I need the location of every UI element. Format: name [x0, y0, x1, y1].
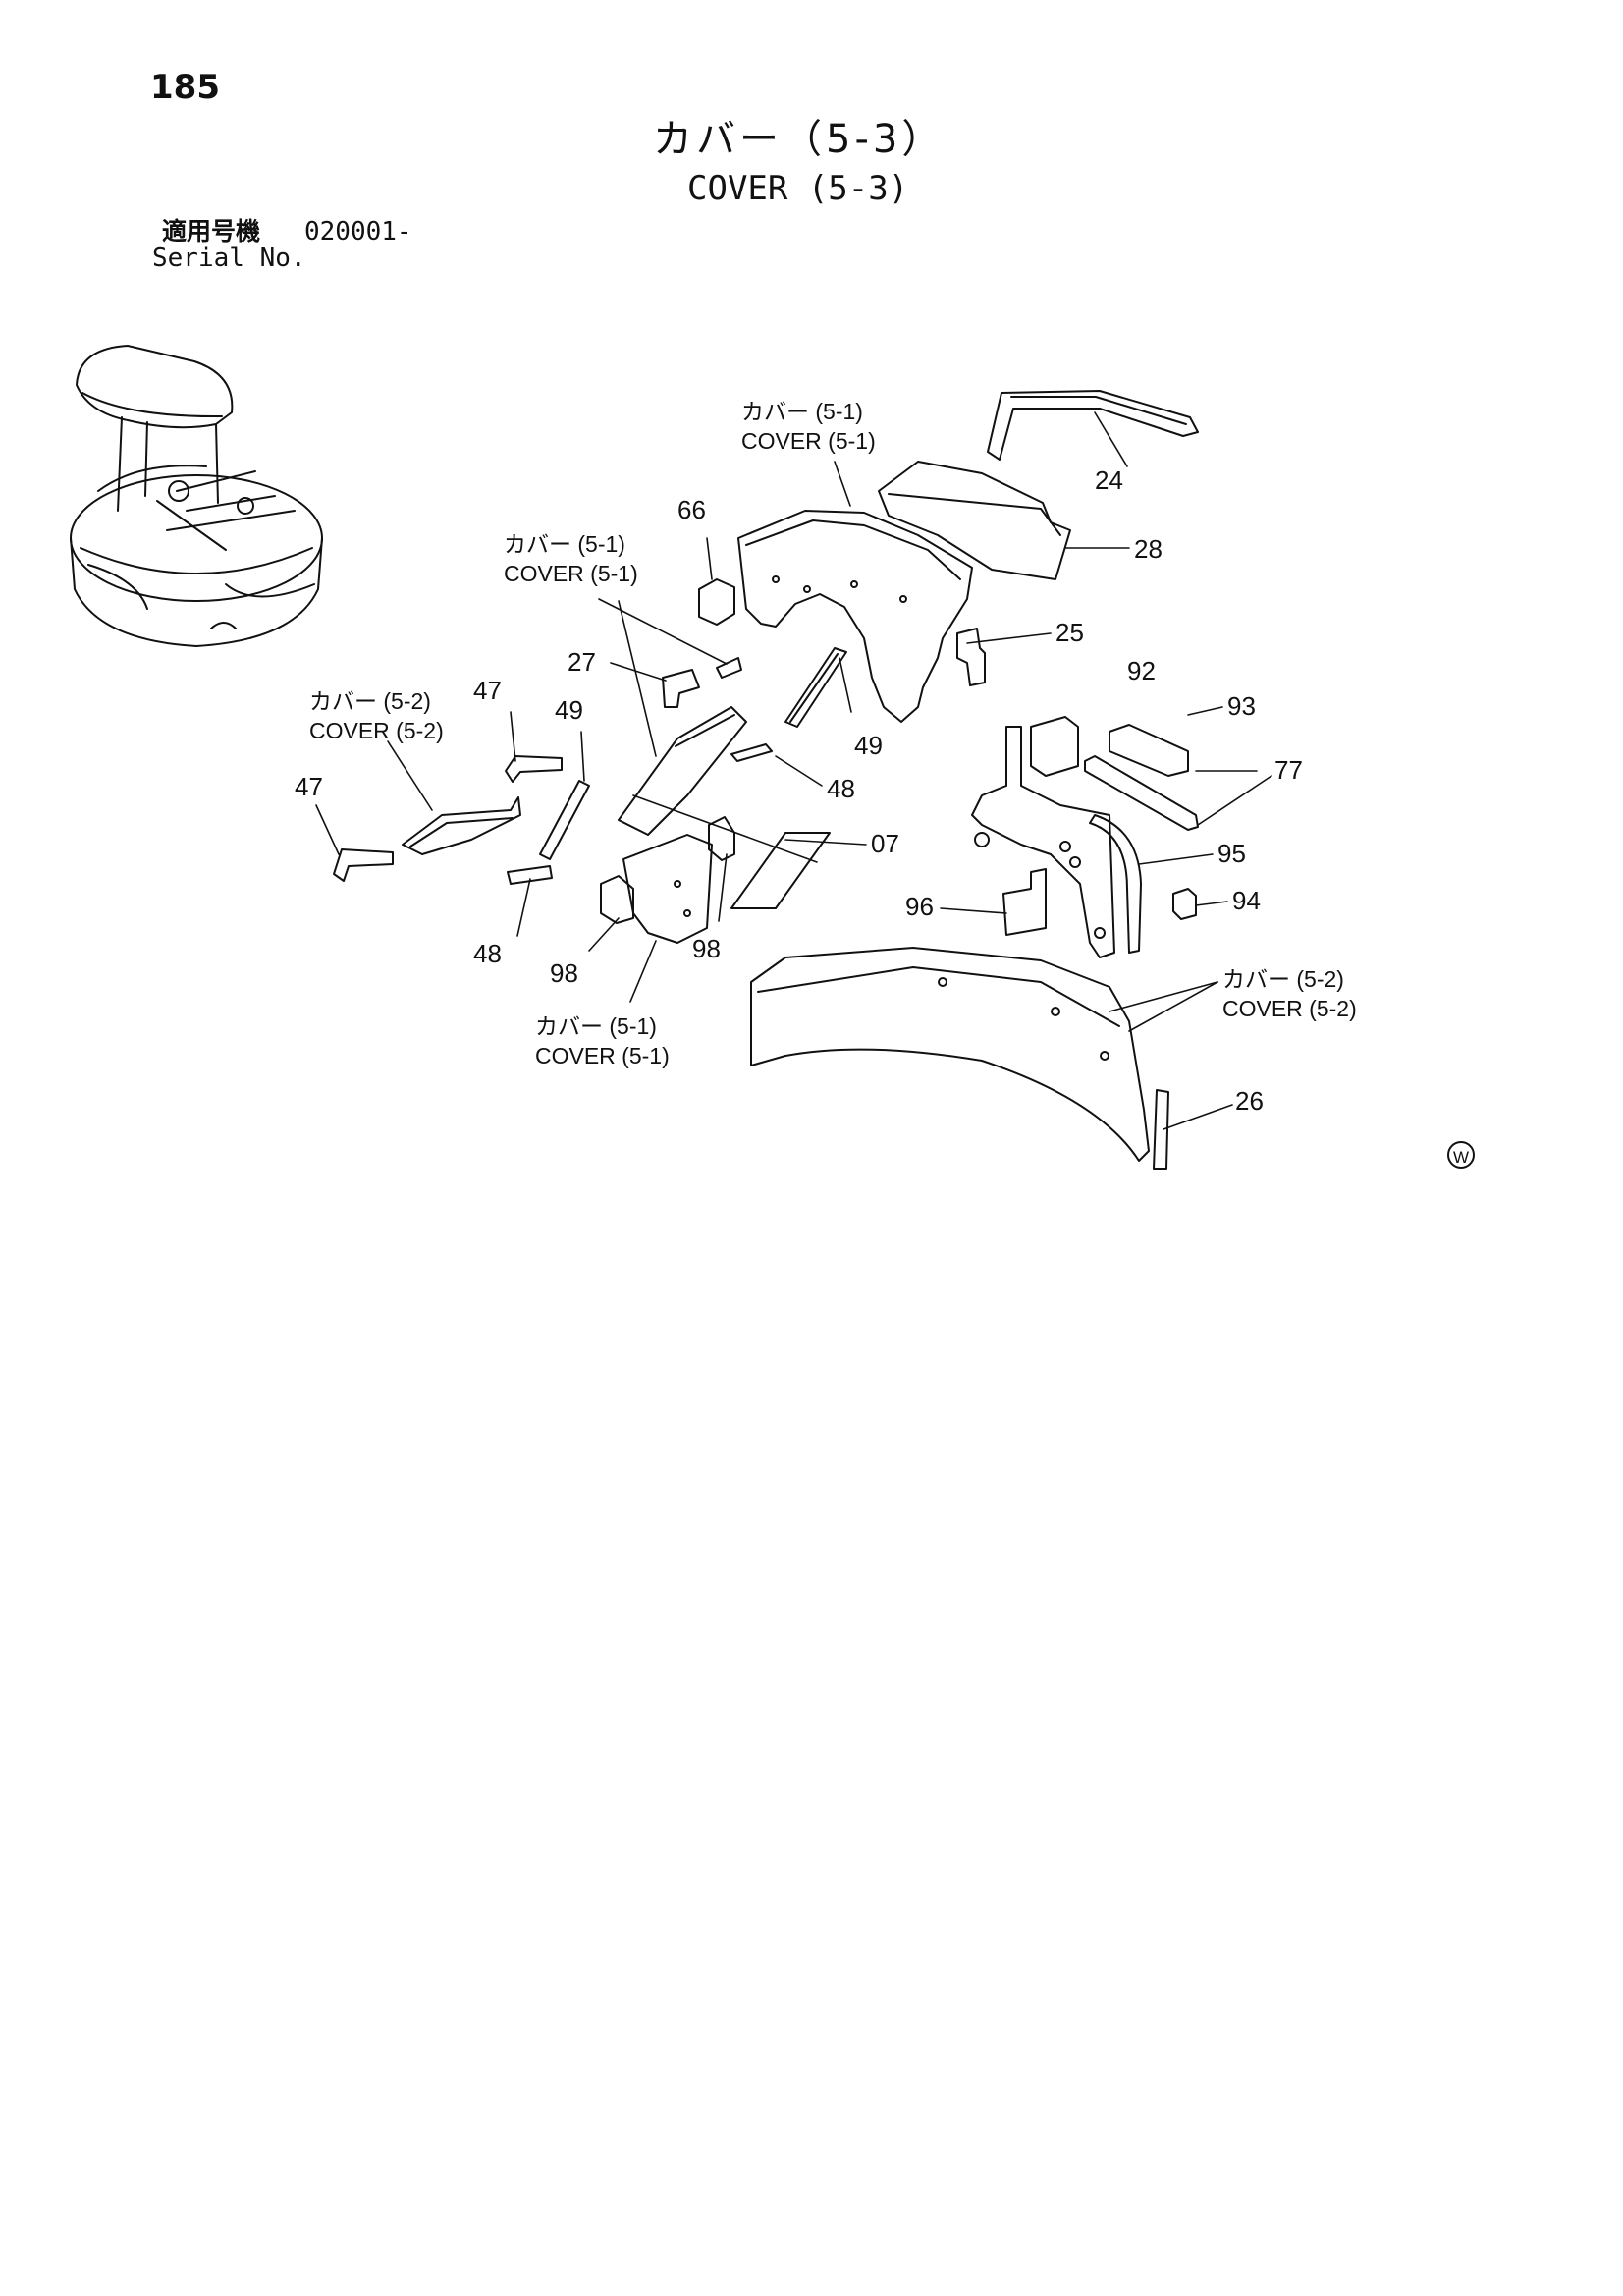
part-92-block [1030, 716, 1079, 777]
cover-5-2-small-plate [402, 796, 521, 855]
callout-28: 28 [1134, 534, 1163, 564]
part-25-bracket [956, 628, 986, 686]
cover-ref-bottom51-jp: カバー (5-1) [535, 1013, 657, 1039]
part-77-bar [1084, 755, 1199, 831]
serial-label-english: Serial No. [152, 244, 306, 273]
cover-ref-right52-en: COVER (5-2) [1222, 996, 1357, 1021]
cover-5-2-curved-panel [750, 947, 1150, 1162]
cover-ref-top-jp: カバー (5-1) [741, 399, 863, 424]
part-49-strip-right [784, 647, 847, 728]
part-48-pad-left [507, 865, 553, 885]
callout-49-left: 49 [555, 695, 583, 725]
cover-ref-top-en: COVER (5-1) [741, 428, 876, 454]
callout-94: 94 [1232, 886, 1261, 915]
cover-ref-left51-en: COVER (5-1) [504, 561, 638, 586]
callout-96: 96 [905, 892, 934, 921]
page-number: 185 [150, 68, 220, 107]
part-49-strip-left [539, 780, 590, 860]
part-47-bracket-lower [333, 848, 394, 882]
callouts: 24 28 66 25 27 49 49 47 47 48 48 07 92 9… [295, 465, 1303, 1116]
callout-07: 07 [871, 829, 899, 858]
callout-93: 93 [1227, 691, 1256, 721]
callout-66: 66 [677, 495, 706, 524]
callout-47-upper: 47 [473, 676, 502, 705]
registered-mark-letter: W [1453, 1148, 1469, 1167]
part-07-plate [730, 832, 831, 909]
part-28-panel [878, 461, 1071, 580]
part-93-bar [1109, 724, 1189, 777]
callout-92: 92 [1127, 656, 1156, 685]
callout-95: 95 [1217, 839, 1246, 868]
cover-ref-bottom51-en: COVER (5-1) [535, 1043, 670, 1068]
callout-25: 25 [1055, 618, 1084, 647]
part-47-bracket-upper [505, 755, 563, 783]
part-94-block [1172, 888, 1197, 920]
callout-26: 26 [1235, 1086, 1264, 1116]
part-66-pad [698, 578, 735, 626]
title-japanese: カバー（5-3） [653, 117, 946, 162]
cover-5-1-upper-plate [737, 510, 973, 723]
cover-ref-left52-jp: カバー (5-2) [309, 688, 431, 714]
registered-mark-circle [1447, 1141, 1475, 1169]
cover-ref-left51-jp: カバー (5-1) [504, 531, 625, 557]
cover-5-1-lower-bracket [622, 834, 713, 944]
callout-48-right: 48 [827, 774, 855, 803]
part-95-strip [1089, 814, 1142, 954]
part-98-block-left [600, 875, 634, 924]
cover-ref-right52-jp: カバー (5-2) [1222, 966, 1344, 992]
right-bracket-assembly [971, 726, 1115, 958]
serial-value: 020001- [304, 217, 412, 246]
serial-label-japanese: 適用号機 [162, 217, 261, 246]
leader-lines [315, 411, 1272, 1130]
part-48-pad-right [730, 743, 773, 762]
callout-47-lower: 47 [295, 772, 323, 801]
part-24-seal-strip [987, 390, 1199, 461]
part-26-strip [1153, 1089, 1169, 1170]
callout-48-left: 48 [473, 939, 502, 968]
callout-49-right: 49 [854, 731, 883, 760]
part-98-block-right [708, 816, 735, 861]
machine-locator-sketch [70, 345, 323, 647]
callout-77: 77 [1274, 755, 1303, 785]
callout-98-right: 98 [692, 934, 721, 963]
cover-references: カバー (5-1) COVER (5-1) カバー (5-1) COVER (5… [309, 399, 1357, 1068]
callout-98-left: 98 [550, 958, 578, 988]
callout-27: 27 [568, 647, 596, 677]
callout-24: 24 [1095, 465, 1123, 495]
part-27-clip [662, 669, 700, 708]
cover-ref-left52-en: COVER (5-2) [309, 718, 444, 743]
part-96-plate [1002, 868, 1047, 936]
cover-5-1-center-plate [618, 706, 747, 836]
title-english: COVER (5-3) [687, 169, 909, 208]
